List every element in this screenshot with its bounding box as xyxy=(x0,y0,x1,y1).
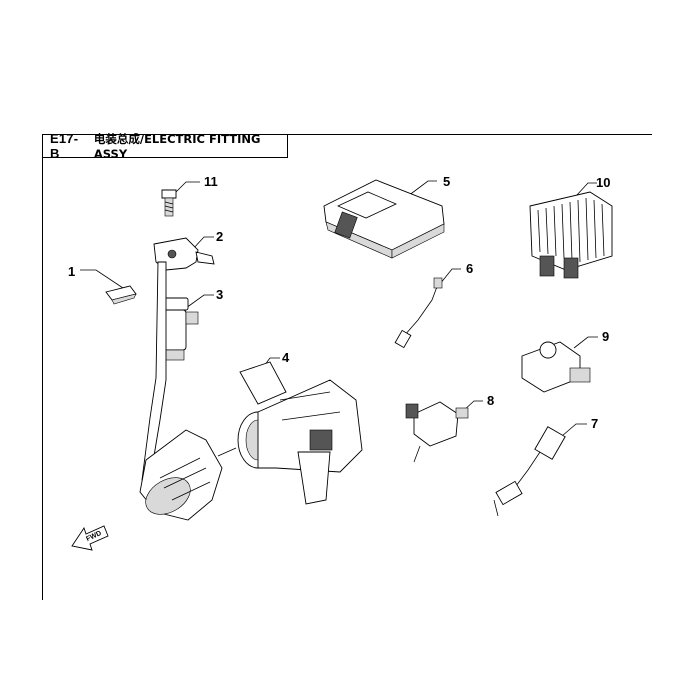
throttle-body-part-4 xyxy=(237,361,363,505)
callout-7: 7 xyxy=(591,416,599,431)
callout-3: 3 xyxy=(216,287,224,302)
callout-11: 11 xyxy=(204,174,218,189)
callout-8: 8 xyxy=(487,393,495,408)
intake-manifold xyxy=(139,261,223,521)
bolt-part-11 xyxy=(161,189,177,217)
frame-left-border xyxy=(42,134,43,600)
callout-2: 2 xyxy=(216,229,224,244)
diagram-title-box: E17-B 电装总成/ELECTRIC FITTING ASSY xyxy=(42,130,288,161)
callout-10: 10 xyxy=(596,175,611,190)
sensor-wire-part-6 xyxy=(394,277,443,349)
oxygen-sensor-part-7 xyxy=(493,426,566,517)
clip-part-1 xyxy=(105,285,137,305)
callout-9: 9 xyxy=(602,329,610,344)
ecu-part-5 xyxy=(323,179,445,259)
frame-top-border xyxy=(42,134,652,135)
valve-part-8 xyxy=(405,401,469,463)
callout-6: 6 xyxy=(466,261,474,276)
diagram-title: 电装总成/ELECTRIC FITTING ASSY xyxy=(93,131,261,161)
fwd-arrow-icon xyxy=(71,525,109,551)
regulator-part-10 xyxy=(529,191,613,279)
sensor-part-9 xyxy=(521,341,591,393)
callout-5: 5 xyxy=(443,174,451,189)
callout-1: 1 xyxy=(68,264,76,279)
callout-4: 4 xyxy=(282,350,290,365)
diagram-code: E17-B xyxy=(50,130,79,161)
